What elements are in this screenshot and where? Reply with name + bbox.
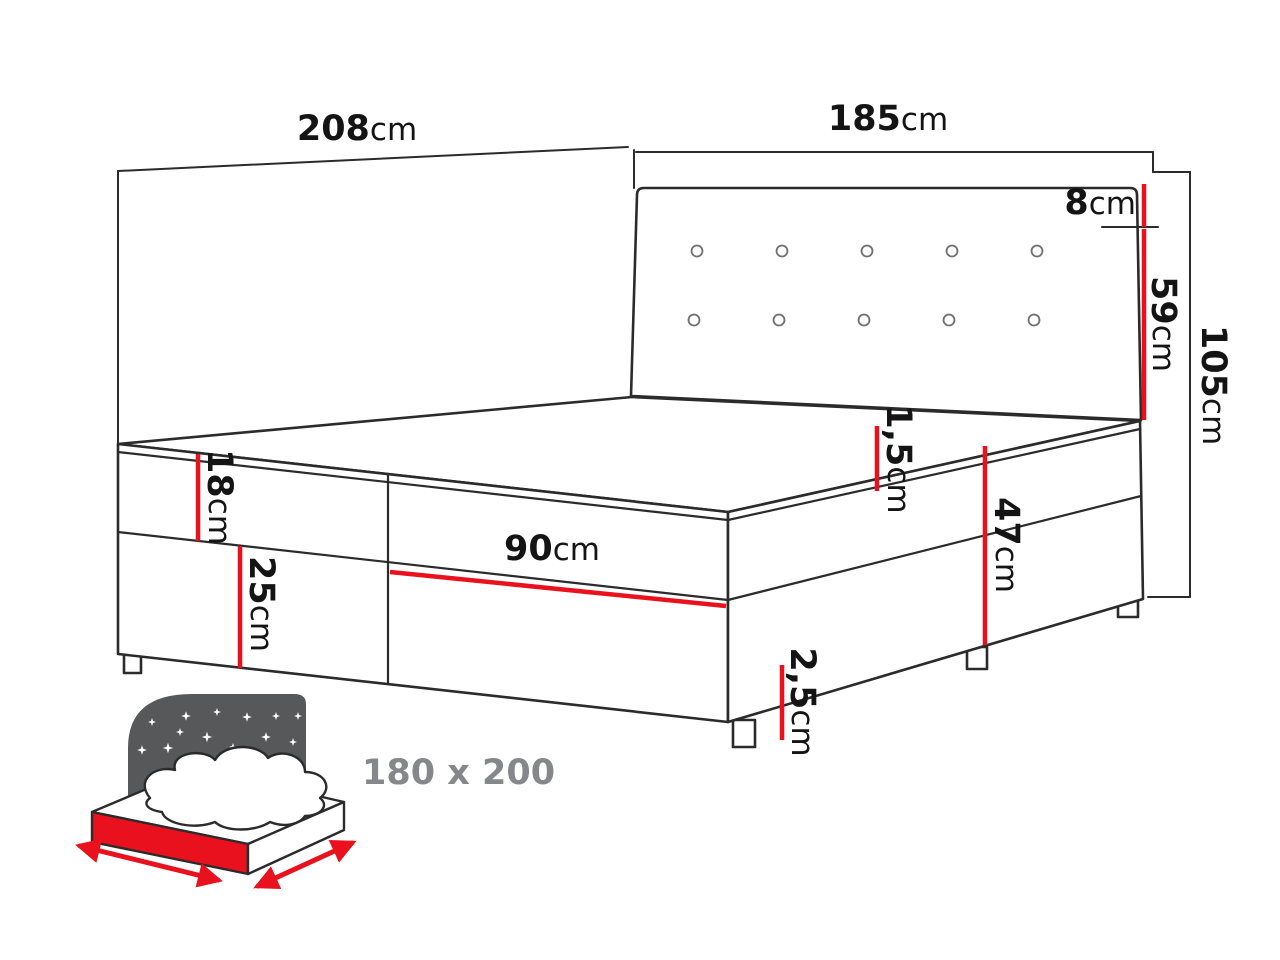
headboard bbox=[629, 186, 1143, 422]
button-icon bbox=[1027, 313, 1041, 327]
icon-duvet bbox=[143, 745, 328, 831]
length-label: 208cm bbox=[297, 109, 417, 149]
mattress-base-seam-line bbox=[726, 494, 1143, 602]
topper-seam-line bbox=[726, 427, 1142, 522]
headboard-top-label: 8cm bbox=[1064, 183, 1136, 223]
bed-foot bbox=[731, 718, 757, 749]
bed-drawing bbox=[116, 186, 1145, 749]
button-icon bbox=[860, 244, 874, 258]
button-icon bbox=[945, 244, 959, 258]
side-height-label: 47cm bbox=[986, 497, 1026, 593]
length-arrow-icon bbox=[253, 839, 357, 890]
half-width-label: 90cm bbox=[504, 529, 600, 569]
red-dimension-lines bbox=[195, 184, 1147, 740]
headboard-height-label: 59cm bbox=[1143, 276, 1183, 372]
length-dimension-line bbox=[117, 146, 629, 172]
topper-seam-line bbox=[116, 450, 730, 522]
width-arrow-icon bbox=[75, 838, 223, 888]
button-icon bbox=[1030, 244, 1044, 258]
black-dimension-lines bbox=[117, 146, 1191, 598]
topper-seam-label: 1,5cm bbox=[878, 404, 918, 513]
size-label: 180 x 200 bbox=[362, 753, 555, 793]
button-icon bbox=[687, 313, 701, 327]
dimension-labels: 208cm 185cm 8cm 59cm 105cm 18cm 25cm 90c… bbox=[199, 99, 1233, 757]
base-height-label: 25cm bbox=[241, 556, 281, 652]
width-label: 185cm bbox=[828, 99, 948, 139]
button-icon bbox=[942, 313, 956, 327]
half-width-dimension bbox=[389, 569, 727, 609]
leg-clearance-label: 2,5cm bbox=[782, 647, 822, 756]
total-height-label: 105cm bbox=[1193, 325, 1233, 445]
mattress-base-seam-line bbox=[116, 530, 730, 602]
button-icon bbox=[857, 313, 871, 327]
button-icon bbox=[690, 244, 704, 258]
mattress-height-label: 18cm bbox=[199, 449, 239, 545]
button-icon bbox=[775, 244, 789, 258]
headboard-buttons bbox=[687, 244, 1044, 327]
bed-size-pictogram: 180 x 200 bbox=[75, 694, 555, 890]
button-icon bbox=[772, 313, 786, 327]
